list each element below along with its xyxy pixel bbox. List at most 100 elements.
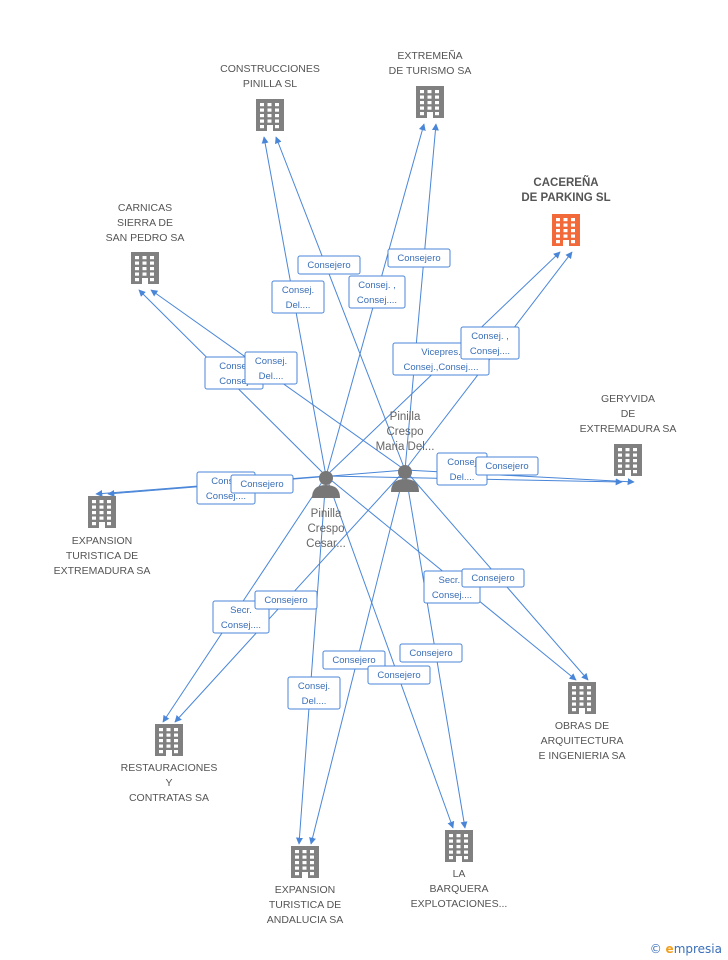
edge-label[interactable]: Consejero <box>367 665 431 685</box>
edge-label-text: Consejero <box>485 461 528 472</box>
edge-labels-layer: ConsejeroConsej.Del....ConsejeroConsej. … <box>196 248 539 710</box>
company-label: Y <box>165 777 172 789</box>
edge-label-text: Consej.,Consej.... <box>404 362 479 373</box>
edge-line <box>325 475 455 829</box>
company-label: LA <box>453 868 466 880</box>
edge-label[interactable]: Consejero <box>322 650 386 670</box>
edge-label[interactable]: Consejero <box>461 568 525 588</box>
building-icon <box>155 724 183 756</box>
company-label: EXPANSION <box>275 884 336 896</box>
company-label: SIERRA DE <box>117 217 173 229</box>
company-label: GERYVIDA <box>601 393 655 405</box>
edge-label-text: Consej. <box>298 681 330 692</box>
company-label: DE PARKING SL <box>521 192 610 204</box>
company-label: PINILLA SL <box>243 78 297 90</box>
edge-label-text: Consej <box>219 376 249 387</box>
building-icon <box>445 830 473 862</box>
building-icon <box>88 496 116 528</box>
edge-label-text: Consejero <box>471 573 514 584</box>
person-label: Maria Del... <box>376 441 435 453</box>
company-label: CACEREÑA <box>533 176 598 189</box>
person-icon <box>312 471 340 498</box>
building-icon <box>568 682 596 714</box>
edge-line <box>162 475 327 723</box>
edge-label-text: Secr. , <box>439 575 466 586</box>
edge-label[interactable]: Consejero <box>387 248 451 268</box>
edge-label[interactable]: Secr. Consej.... <box>212 600 270 634</box>
company-label: ARQUITECTURA <box>541 735 624 747</box>
company-label: SAN PEDRO SA <box>106 232 185 244</box>
company-label: DE TURISMO SA <box>389 65 472 77</box>
brand-name: mpresia <box>673 942 722 956</box>
company-label: CARNICAS <box>118 202 172 214</box>
building-icon <box>552 214 580 246</box>
edge-label-text: Consejero <box>397 253 440 264</box>
company-label: EXTREMEÑA <box>397 49 462 62</box>
company-label: EXTREMADURA SA <box>580 423 677 435</box>
company-node[interactable]: CACEREÑA DE PARKING SL <box>521 176 611 246</box>
edge-label-text: Consejero <box>264 595 307 606</box>
company-label: CONSTRUCCIONES <box>220 63 320 75</box>
edge-label[interactable]: Consej.Del.... <box>244 351 298 385</box>
edge-label-text: Consej.... <box>206 491 246 502</box>
company-label: OBRAS DE <box>555 720 609 732</box>
edge-label[interactable]: Consej. , Consej.... <box>460 326 520 360</box>
edge-line <box>295 475 327 845</box>
edge-label-text: Consejero <box>240 479 283 490</box>
person-label: Crespo <box>386 426 423 438</box>
company-label: TURISTICA DE <box>269 899 341 911</box>
edge-label-text: Del.... <box>302 696 327 707</box>
edge-label-text: Del.... <box>286 300 311 311</box>
person-node[interactable]: PinillaCrespoCesar... <box>306 471 346 550</box>
building-icon <box>291 846 319 878</box>
company-label: E INGENIERIA SA <box>539 750 626 762</box>
company-node[interactable]: EXTREMEÑA DE TURISMO SA <box>389 49 472 118</box>
company-node[interactable]: CARNICAS SIERRA DE SAN PEDRO SA <box>106 202 185 284</box>
building-icon <box>256 99 284 131</box>
edge-label-text: Consej. , <box>471 331 509 342</box>
company-label: TURISTICA DE <box>66 550 138 562</box>
company-node[interactable]: CONSTRUCCIONES PINILLA SL <box>220 63 320 131</box>
person-label: Crespo <box>307 523 344 535</box>
person-label: Cesar... <box>306 538 346 550</box>
edge-label[interactable]: Consejero <box>254 590 318 610</box>
edge-label[interactable]: Consej.Del.... <box>271 280 325 314</box>
brand-initial: e <box>665 942 674 956</box>
edge-label-text: Vicepres. <box>421 347 460 358</box>
edge-label[interactable]: Consejero <box>297 255 361 275</box>
copyright-icon: © <box>649 942 662 956</box>
edge-label[interactable]: Consejero <box>230 474 294 494</box>
edge-label[interactable]: Consej. Del.... <box>287 676 341 710</box>
company-node[interactable]: LABARQUERAEXPLOTACIONES... <box>411 830 508 910</box>
edge-label-text: Consejero <box>332 655 375 666</box>
edge-label[interactable]: Consej. , Consej.... <box>348 275 406 309</box>
edge-label[interactable]: Consejero <box>399 643 463 663</box>
edge-label-text: Consej. , <box>358 280 396 291</box>
company-label: BARQUERA <box>430 883 489 895</box>
edge-label-text: Consej.... <box>357 295 397 306</box>
building-icon <box>416 86 444 118</box>
company-node[interactable]: OBRAS DE ARQUITECTURA E INGENIERIA SA <box>539 682 626 762</box>
company-label: EXTREMADURA SA <box>54 565 151 577</box>
edge-label-text: Consej. <box>255 356 287 367</box>
edge-label[interactable]: Consejero <box>475 456 539 476</box>
edge-label-text: Consej <box>447 457 477 468</box>
edge-label-text: Consejero <box>409 648 452 659</box>
edge-label-text: Consej.... <box>470 346 510 357</box>
edge-label-text: Consej.... <box>221 620 261 631</box>
edge-line <box>404 123 439 471</box>
company-label: ANDALUCIA SA <box>267 914 343 926</box>
building-icon <box>614 444 642 476</box>
person-icon <box>391 465 419 492</box>
edge-label-text: Consej <box>211 476 241 487</box>
edge-line <box>275 136 406 471</box>
person-label: Pinilla <box>390 411 421 423</box>
edge-label-text: Secr. <box>230 605 252 616</box>
company-node[interactable]: EXPANSION TURISTICA DE ANDALUCIA SA <box>267 846 343 926</box>
company-label: RESTAURACIONES <box>121 762 218 774</box>
